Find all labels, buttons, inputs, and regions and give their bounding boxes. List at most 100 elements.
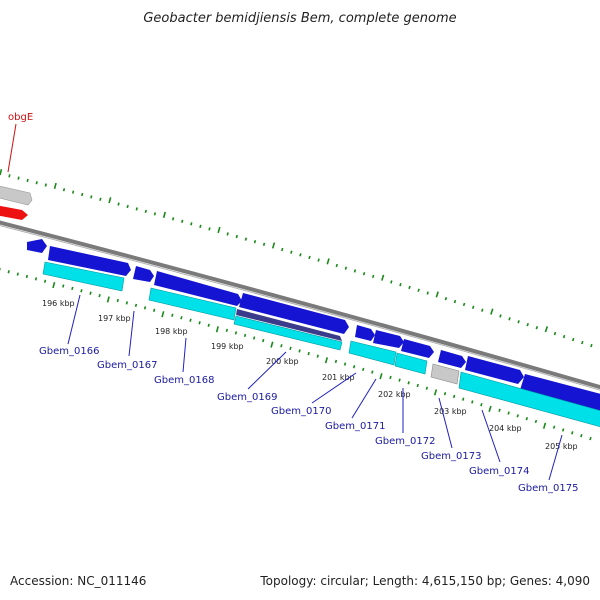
- gene-bar: [348, 340, 397, 366]
- tick-mark: [225, 328, 229, 333]
- tick-mark: [262, 338, 265, 343]
- tick-mark: [116, 298, 119, 303]
- tick-mark: [517, 320, 520, 324]
- gene-label-gbem-0173[interactable]: Gbem_0173: [421, 451, 481, 462]
- gene-bar: [42, 261, 125, 292]
- gene-bar: [233, 315, 343, 351]
- tick-mark: [126, 204, 129, 209]
- tick-mark: [35, 181, 38, 185]
- tick-mark: [443, 392, 447, 396]
- tick-mark: [335, 263, 338, 268]
- genome-summary-text: Topology: circular; Length: 4,615,150 bp…: [259, 574, 590, 588]
- tick-mark: [435, 291, 439, 298]
- tick-label: 198 kbp: [155, 327, 188, 336]
- tick-mark: [507, 411, 510, 415]
- tick-mark: [480, 403, 483, 407]
- tick-mark: [516, 414, 519, 418]
- tick-mark: [352, 365, 356, 369]
- tick-mark: [152, 308, 156, 312]
- tick-mark: [444, 297, 448, 301]
- gene-label-obgE[interactable]: obgE: [8, 112, 33, 123]
- gene-label-gbem-0172[interactable]: Gbem_0172: [375, 436, 435, 447]
- tick-mark: [308, 255, 311, 260]
- tick-label: 199 kbp: [211, 342, 244, 351]
- gene-bar: [394, 352, 428, 375]
- gene-labels: obgE Gbem_0166 Gbem_0167 Gbem_0168 Gbem_…: [8, 112, 578, 494]
- feature-obgE-region: [0, 185, 33, 220]
- gene-label-gbem-0175[interactable]: Gbem_0175: [518, 483, 578, 494]
- tick-mark: [389, 375, 392, 380]
- tick-mark: [553, 331, 557, 336]
- tick-mark: [98, 293, 101, 298]
- tick-mark: [180, 316, 183, 320]
- gene-label-gbem-0169[interactable]: Gbem_0169: [217, 392, 277, 403]
- tick-mark: [80, 289, 83, 293]
- tick-mark: [280, 344, 283, 348]
- tick-mark: [452, 394, 456, 399]
- tick-mark: [290, 250, 293, 254]
- tick-mark: [262, 242, 266, 246]
- tick-mark: [99, 197, 102, 201]
- tick-mark: [234, 331, 238, 335]
- tick-mark: [316, 354, 319, 358]
- tick-mark: [135, 207, 138, 211]
- tick-mark: [534, 419, 538, 424]
- tick-mark: [0, 168, 3, 176]
- gene-label-gbem-0166[interactable]: Gbem_0166: [39, 346, 99, 357]
- tick-mark: [581, 340, 584, 345]
- cds-arrow: [401, 339, 434, 358]
- tick-mark: [416, 383, 419, 388]
- gene-track: [42, 261, 600, 427]
- tick-mark: [25, 274, 29, 279]
- tick-mark: [190, 222, 193, 226]
- genome-backbone: [0, 220, 600, 391]
- tick-mark: [562, 334, 566, 339]
- tick-mark: [81, 192, 84, 197]
- tick-mark: [334, 359, 338, 364]
- accession-text: Accession: NC_011146: [10, 574, 146, 588]
- cds-arrow: [48, 246, 131, 276]
- gene-label-gbem-0168[interactable]: Gbem_0168: [154, 375, 214, 386]
- tick-label: 201 kbp: [322, 373, 355, 382]
- tick-mark: [171, 313, 174, 317]
- gene-label-gbem-0171[interactable]: Gbem_0171: [325, 421, 385, 432]
- gene-label-gbem-0174[interactable]: Gbem_0174: [469, 466, 529, 477]
- cds-arrow: [355, 325, 375, 341]
- tick-mark: [198, 321, 201, 325]
- tick-mark: [53, 182, 57, 190]
- tick-mark: [71, 190, 75, 194]
- tick-label: 205 kbp: [545, 442, 578, 451]
- tick-mark: [471, 305, 475, 309]
- inner-tick-ring: [0, 268, 592, 441]
- cds-arrow: [520, 374, 600, 411]
- tick-mark: [433, 389, 438, 396]
- tick-mark: [253, 240, 257, 244]
- cds-arrow: [27, 239, 47, 253]
- tick-mark: [89, 291, 92, 295]
- tick-mark: [526, 323, 529, 327]
- tick-mark: [298, 349, 301, 353]
- tick-mark: [498, 408, 501, 412]
- tick-mark: [134, 303, 138, 308]
- tick-mark: [208, 227, 211, 231]
- tick-mark: [144, 209, 148, 214]
- tick-mark: [371, 370, 374, 374]
- tick-mark: [571, 431, 574, 435]
- tick-mark: [125, 301, 129, 305]
- tick-mark: [62, 188, 66, 192]
- cds-arrow: [154, 271, 242, 306]
- map-title: Geobacter bemidjiensis Bem, complete gen…: [143, 11, 456, 26]
- gene-label-gbem-0170[interactable]: Gbem_0170: [271, 406, 331, 417]
- tick-mark: [181, 219, 184, 223]
- tick-label: 200 kbp: [266, 357, 299, 366]
- tick-mark: [217, 226, 221, 234]
- tick-mark: [153, 212, 157, 216]
- gene-bar: [148, 287, 237, 321]
- tick-mark: [252, 336, 256, 340]
- tick-mark: [580, 434, 583, 438]
- gene-label-gbem-0167[interactable]: Gbem_0167: [97, 360, 157, 371]
- tick-mark: [353, 269, 357, 273]
- tick-label: 202 kbp: [378, 390, 411, 399]
- tick-mark: [589, 436, 592, 441]
